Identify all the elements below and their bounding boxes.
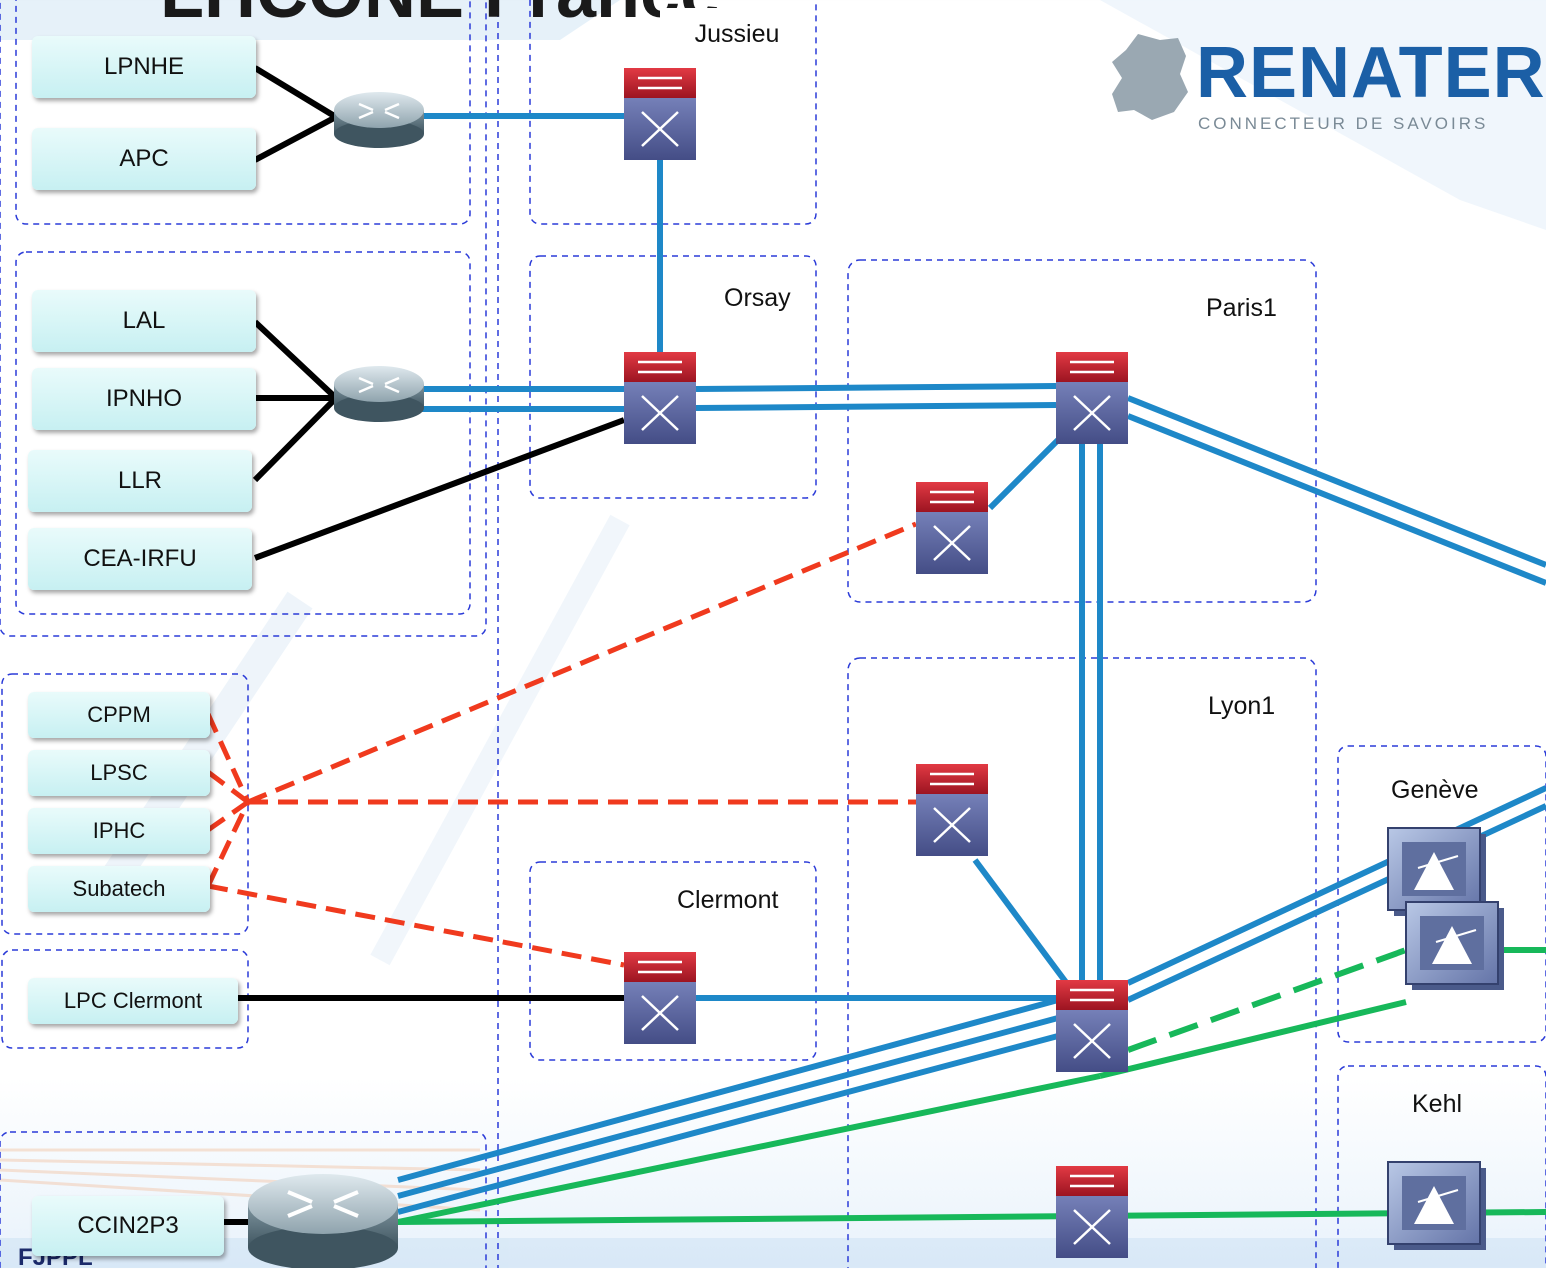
optical-devices	[1387, 827, 1504, 1250]
logo-tagline: CONNECTEUR DE SAVOIRS	[1198, 114, 1489, 133]
site-label-geneve: Genève	[1391, 776, 1479, 804]
site-label-kehl: Kehl	[1412, 1090, 1463, 1118]
logo-name: RENATER	[1196, 33, 1546, 113]
lab-node-llr[interactable]: LLR	[28, 450, 252, 512]
lab-node-iphc[interactable]: IPHC	[28, 808, 210, 854]
switch-icon[interactable]	[916, 764, 988, 856]
box-saclay-labs	[15, 251, 471, 615]
switch-icon[interactable]	[624, 68, 696, 160]
switch-icons	[624, 68, 1128, 1258]
switch-icon[interactable]	[624, 352, 696, 444]
france-map-icon	[1112, 34, 1188, 120]
box-jussieu	[529, 0, 817, 225]
switch-icon[interactable]	[624, 952, 696, 1044]
site-label-orsay: Orsay	[724, 284, 791, 312]
lab-node-apc[interactable]: APC	[32, 128, 256, 190]
lab-node-cea-irfu[interactable]: CEA-IRFU	[28, 528, 252, 590]
site-label-lyon1: Lyon1	[1208, 692, 1276, 720]
site-label-paris1: Paris1	[1206, 294, 1277, 322]
site-label-jussieu: Jussieu	[660, 8, 814, 60]
box-ccin2p3	[0, 1131, 487, 1268]
box-geneve	[1337, 745, 1546, 1043]
router-icon[interactable]	[334, 92, 424, 148]
lab-node-subatech[interactable]: Subatech	[28, 866, 210, 912]
lab-node-lpsc[interactable]: LPSC	[28, 750, 210, 796]
renater-logo: RENATER CONNECTEUR DE SAVOIRS	[1108, 28, 1545, 148]
lab-node-ccin2p3[interactable]: CCIN2P3	[32, 1196, 224, 1256]
box-orsay	[529, 255, 817, 499]
lab-node-lal[interactable]: LAL	[32, 290, 256, 352]
lab-node-cppm[interactable]: CPPM	[28, 692, 210, 738]
access-links	[222, 65, 626, 1225]
lab-node-ipnho[interactable]: IPNHO	[32, 368, 256, 430]
box-kehl	[1337, 1065, 1546, 1268]
box-paris1	[847, 259, 1317, 603]
lab-node-lpnhe[interactable]: LPNHE	[32, 36, 256, 98]
optical-device-icon[interactable]	[1387, 1161, 1486, 1250]
box-south-labs	[1, 673, 249, 935]
box-paris-region	[0, 0, 487, 637]
switch-icon[interactable]	[916, 482, 988, 574]
page-title: LHCONE France	[160, 0, 720, 34]
switch-icon[interactable]	[1056, 1166, 1128, 1258]
switch-icon[interactable]	[1056, 352, 1128, 444]
router-icon[interactable]	[248, 1174, 398, 1268]
switch-icon[interactable]	[1056, 980, 1128, 1072]
box-paris-labs	[15, 0, 471, 225]
site-label-clermont: Clermont	[677, 886, 779, 914]
optical-device-icon[interactable]	[1405, 901, 1504, 990]
router-icon[interactable]	[334, 366, 424, 422]
lhcopn-links	[397, 947, 1546, 1225]
backbone-links	[397, 113, 1546, 1215]
lhcone-links	[205, 521, 917, 968]
lab-node-lpc-clermont[interactable]: LPC Clermont	[28, 978, 238, 1024]
box-clermont	[529, 861, 817, 1061]
